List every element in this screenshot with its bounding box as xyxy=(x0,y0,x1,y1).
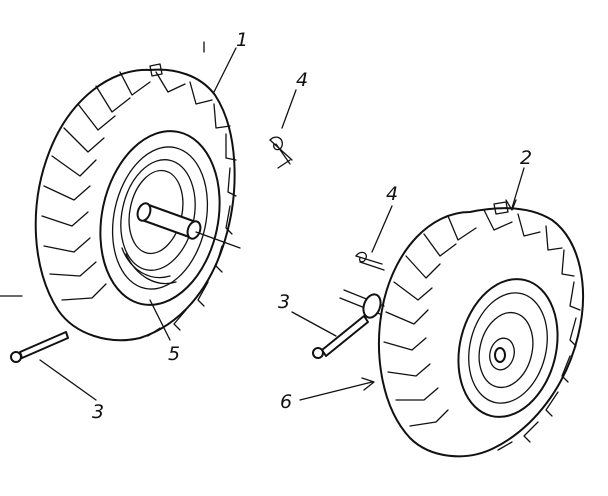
right-pin xyxy=(291,311,369,359)
callout-1: 1 xyxy=(236,29,248,51)
callout-4-right: 4 xyxy=(386,183,398,205)
left-cotter-pin xyxy=(269,89,297,169)
leader-2 xyxy=(511,167,525,209)
leader-5 xyxy=(149,299,171,341)
leader-6-arrow xyxy=(361,377,375,391)
callout-4-left: 4 xyxy=(296,69,308,91)
right-cotter-pin xyxy=(355,205,393,271)
callout-2: 2 xyxy=(520,147,532,169)
leader-6 xyxy=(299,381,373,401)
callout-3-right: 3 xyxy=(278,291,290,313)
right-wheel xyxy=(339,201,584,458)
left-pin xyxy=(10,331,97,401)
right-tire xyxy=(378,207,584,458)
left-axle xyxy=(136,202,241,249)
left-tire-tread xyxy=(41,63,237,337)
left-wheel xyxy=(0,63,241,342)
callout-3-left: 3 xyxy=(92,401,104,423)
callout-6: 6 xyxy=(280,391,292,413)
callout-5: 5 xyxy=(168,343,180,365)
right-rim xyxy=(457,278,559,418)
right-tire-tread xyxy=(383,201,581,451)
leader-2-arrow xyxy=(505,199,517,211)
left-tire xyxy=(34,68,236,342)
right-hub-center xyxy=(494,347,506,363)
right-axle xyxy=(339,289,385,319)
leader-1 xyxy=(213,47,237,93)
